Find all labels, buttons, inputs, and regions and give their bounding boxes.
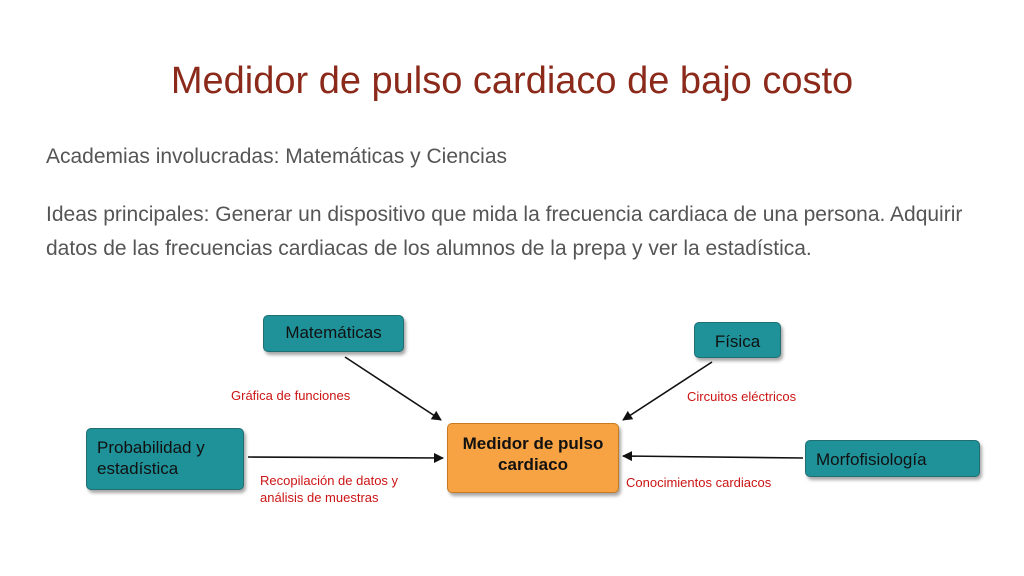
arrow-morfofisiologia xyxy=(622,451,804,462)
arrow-matematicas xyxy=(344,356,442,421)
node-probabilidad: Probabilidad y estadística xyxy=(86,428,244,490)
academias-text: Academias involucradas: Matemáticas y Ci… xyxy=(46,145,508,168)
node-matematicas: Matemáticas xyxy=(263,315,404,352)
slide-title: Medidor de pulso cardiaco de bajo costo xyxy=(170,60,854,102)
edge-label-matematicas: Gráfica de funciones xyxy=(231,388,351,403)
arrow-probabilidad xyxy=(247,452,444,463)
edge-label-probabilidad: Recopilación de datos y análisis de mues… xyxy=(260,473,399,505)
node-morfofisiologia: Morfofisiología xyxy=(805,440,980,477)
ideas-text: Ideas principales: Generar un dispositiv… xyxy=(46,203,963,260)
edge-label-morfofisiologia: Conocimientos cardiacos xyxy=(626,475,772,490)
node-medidor: Medidor de pulso cardiaco xyxy=(447,423,619,493)
edge-label-fisica: Circuitos eléctricos xyxy=(687,389,797,404)
node-fisica: Física xyxy=(694,322,781,358)
arrow-fisica xyxy=(622,361,713,421)
